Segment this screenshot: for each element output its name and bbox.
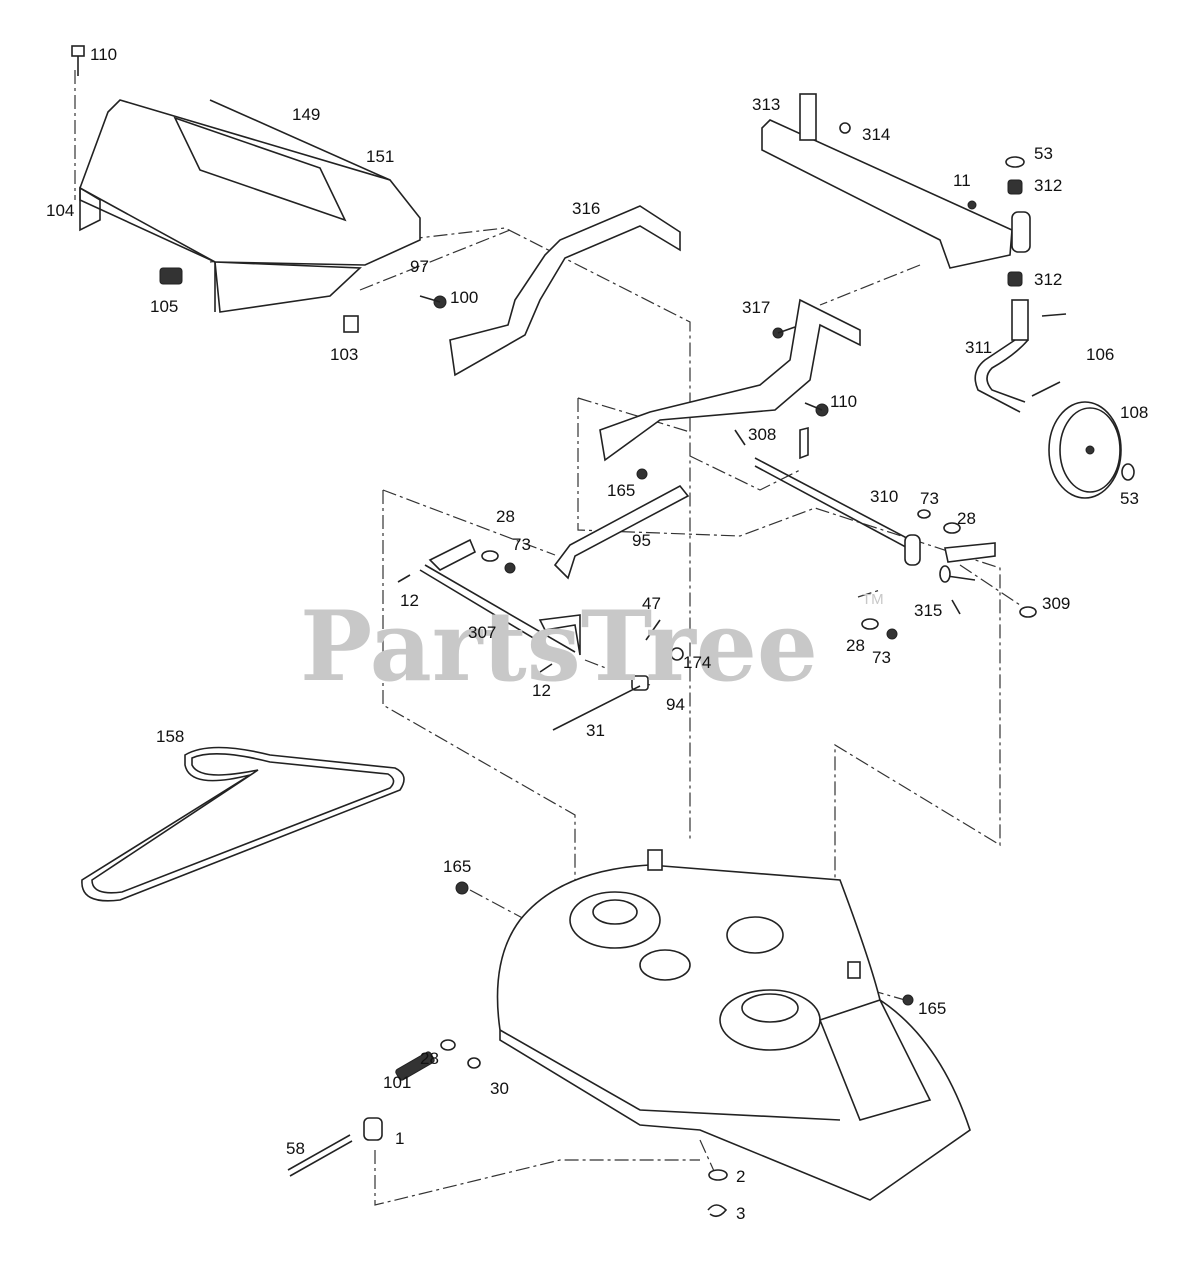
callout-label: 73 xyxy=(512,535,531,554)
callout-label: 103 xyxy=(330,345,358,364)
watermark-text: PartsTree xyxy=(300,590,818,703)
callout-label: 110 xyxy=(90,45,117,64)
rod-307 xyxy=(397,538,581,673)
callout-label: 11 xyxy=(953,171,971,190)
bracket-317 xyxy=(599,298,861,462)
callout-label: 151 xyxy=(366,147,394,166)
callout-label: 53 xyxy=(1120,489,1139,508)
adjust-hardware xyxy=(287,1039,728,1218)
callout-label: 315 xyxy=(914,601,942,620)
rod-31 xyxy=(552,685,641,731)
callout-label: 53 xyxy=(1034,144,1053,163)
deck-cover xyxy=(79,99,421,313)
callout-label: 311 xyxy=(965,338,992,357)
watermark: PartsTree TM xyxy=(300,590,884,703)
callout-label: 1 xyxy=(395,1129,404,1148)
bracket-316 xyxy=(449,205,681,377)
callout-label: 31 xyxy=(586,721,605,740)
handle-313 xyxy=(761,93,1031,269)
callout-label: 174 xyxy=(683,653,711,672)
callout-label: 316 xyxy=(572,199,600,218)
callout-label: 307 xyxy=(468,623,496,642)
callout-label: 104 xyxy=(46,201,74,220)
part-100 xyxy=(419,295,447,309)
callout-label: 317 xyxy=(742,298,770,317)
callout-labels: 110 149 151 104 105 97 100 103 316 313 3… xyxy=(46,45,1148,1223)
screw-110 xyxy=(804,402,829,417)
callout-label: 2 xyxy=(736,1167,745,1186)
nut-174 xyxy=(670,647,684,661)
callout-label: 106 xyxy=(1086,345,1114,364)
callout-label: 309 xyxy=(1042,594,1070,613)
callout-label: 12 xyxy=(400,591,419,610)
callout-label: 105 xyxy=(150,297,178,316)
cover-screw xyxy=(71,45,85,76)
screw-317 xyxy=(772,326,796,339)
callout-label: 312 xyxy=(1034,176,1062,195)
callout-label: 158 xyxy=(156,727,184,746)
wheel-108 xyxy=(1048,401,1122,499)
callout-label: 312 xyxy=(1034,270,1062,289)
part-105 xyxy=(159,267,183,285)
callout-label: 58 xyxy=(286,1139,305,1158)
pins-106 xyxy=(1031,313,1067,397)
callout-label: 308 xyxy=(748,425,776,444)
rod-310 xyxy=(754,426,996,583)
washer-53b xyxy=(1121,463,1135,481)
callout-label: 28 xyxy=(496,507,515,526)
callout-label: 97 xyxy=(410,257,429,276)
callout-label: 73 xyxy=(920,489,939,508)
spring-47 xyxy=(645,619,661,641)
mower-deck xyxy=(496,849,971,1201)
small-hardware xyxy=(636,429,1037,640)
callout-label: 101 xyxy=(383,1073,411,1092)
screw-165b xyxy=(455,881,469,895)
screw-165c xyxy=(902,994,914,1006)
callout-label: 100 xyxy=(450,288,478,307)
callout-label: 28 xyxy=(957,509,976,528)
callout-label: 110 xyxy=(830,392,857,411)
callout-label: 149 xyxy=(292,105,320,124)
callout-label: 73 xyxy=(872,648,891,667)
callout-label: 108 xyxy=(1120,403,1148,422)
callout-label: 310 xyxy=(870,487,898,506)
callout-label: 165 xyxy=(918,999,946,1018)
callout-label: 165 xyxy=(607,481,635,500)
callout-label: 28 xyxy=(420,1049,439,1068)
callout-label: 94 xyxy=(666,695,685,714)
callout-label: 314 xyxy=(862,125,890,144)
belt-158 xyxy=(81,746,405,902)
part-103 xyxy=(343,315,359,333)
callout-label: 95 xyxy=(632,531,651,550)
washers-53-312 xyxy=(1005,156,1025,287)
bar-95 xyxy=(553,484,690,580)
block-94 xyxy=(631,675,649,691)
watermark-trademark: TM xyxy=(862,591,884,608)
callout-label: 47 xyxy=(642,594,661,613)
callout-label: 12 xyxy=(532,681,551,700)
callout-label: 3 xyxy=(736,1204,745,1223)
callout-label: 28 xyxy=(846,636,865,655)
callout-label: 30 xyxy=(490,1079,509,1098)
callout-label: 165 xyxy=(443,857,471,876)
caster-311 xyxy=(974,299,1029,413)
callout-label: 313 xyxy=(752,95,780,114)
